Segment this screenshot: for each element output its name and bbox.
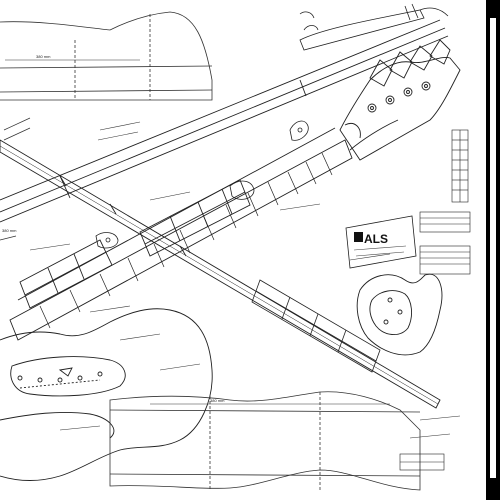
footer-block: [399, 453, 445, 471]
dimension-label-left: 380 mm: [2, 228, 17, 233]
tuner-keys: [367, 39, 451, 113]
annotation-leaders: [29, 121, 461, 439]
right-body-outline: [356, 273, 443, 356]
title-block: [419, 211, 471, 275]
left-dimension-bar: [0, 117, 31, 241]
fretboard-neck: [9, 127, 353, 341]
headstock-side-profile: [299, 3, 449, 51]
dimension-label-top: 380 mm: [36, 54, 51, 59]
descending-fretboard: [251, 279, 381, 373]
neck-diagonal-long: [0, 19, 449, 223]
logo-mark: [354, 232, 363, 242]
top-side-profile: [0, 11, 213, 101]
neck-diagonal-descending: [0, 139, 441, 409]
als-logo: ALS: [345, 215, 417, 269]
headstock: [339, 39, 461, 161]
bottom-side-profile: [109, 391, 421, 491]
component-details: [95, 11, 319, 249]
logo-text: ALS: [364, 232, 388, 246]
left-body-outline: [0, 308, 213, 481]
dimension-label-bottom: 380 mm: [210, 398, 225, 403]
scale-bar-right: [451, 129, 469, 203]
drawing-frame-inner: [490, 18, 496, 478]
